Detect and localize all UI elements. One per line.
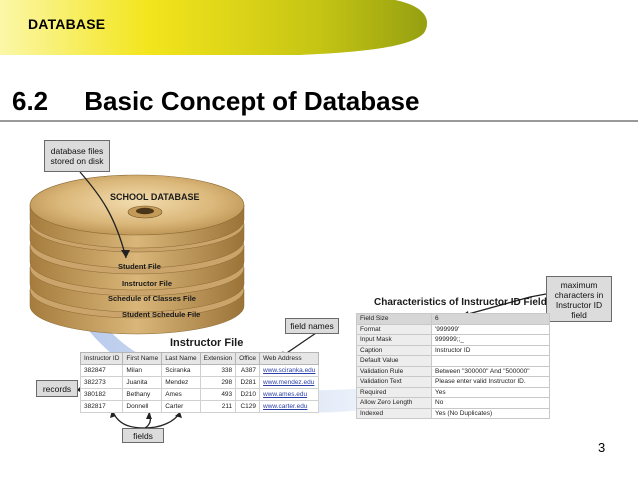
property-value: No xyxy=(431,397,550,409)
column-header: Extension xyxy=(199,352,237,365)
disk-name-label: SCHOOL DATABASE xyxy=(110,192,200,202)
banner-label: DATABASE xyxy=(28,16,106,32)
table-row: 382847 Milan Sciranka 338 A387 www.scira… xyxy=(79,364,320,377)
table-cell: Bethany xyxy=(122,388,163,401)
property-name: Allow Zero Length xyxy=(356,397,432,409)
property-row: Required Yes xyxy=(356,386,550,398)
property-value: '999999' xyxy=(431,323,550,335)
property-row: Validation Text Please enter valid Instr… xyxy=(356,376,550,388)
property-value: Instructor ID xyxy=(431,344,550,356)
property-name: Field Size xyxy=(356,313,432,325)
disk-file-label: Schedule of Classes File xyxy=(108,294,196,303)
property-name: Caption xyxy=(356,344,432,356)
property-row: Allow Zero Length No xyxy=(356,397,550,409)
callout-fields: fields xyxy=(122,428,164,443)
property-row: Default Value xyxy=(356,355,550,367)
table-row: 382817 Donnell Carter 211 C129 www.carte… xyxy=(79,400,320,413)
table-cell: D210 xyxy=(235,388,261,401)
table-cell: 382273 xyxy=(79,376,124,389)
column-header: Office xyxy=(235,352,261,365)
property-value xyxy=(431,355,550,367)
column-header: First Name xyxy=(122,352,163,365)
disk-file-label: Student File xyxy=(118,262,161,271)
callout-field-names: field names xyxy=(285,318,339,334)
callout-database-files: database files stored on disk xyxy=(44,140,110,172)
property-value: Please enter valid Instructor ID. xyxy=(431,376,550,388)
property-name: Input Mask xyxy=(356,334,432,346)
table-cell: D281 xyxy=(235,376,261,389)
table-cell: Juanita xyxy=(122,376,163,389)
table-cell: Carter xyxy=(161,400,201,413)
property-value: 6 xyxy=(431,313,550,325)
table-cell: 493 xyxy=(199,388,237,401)
table-cell-link: www.ames.edu xyxy=(259,388,320,401)
property-name: Format xyxy=(356,323,432,335)
table-cell-link: www.mendez.edu xyxy=(259,376,320,389)
disk-stack xyxy=(29,174,245,335)
characteristics-title: Characteristics of Instructor ID Field xyxy=(374,297,547,308)
property-row: Input Mask 999999;;_ xyxy=(356,334,550,346)
table-cell-link: www.carter.edu xyxy=(259,400,320,413)
instructor-file-table: Instructor ID First Name Last Name Exten… xyxy=(79,352,320,413)
property-row: Caption Instructor ID xyxy=(356,344,550,356)
title-divider xyxy=(0,120,638,122)
callout-max-characters: maximum characters in Instructor ID fiel… xyxy=(546,276,612,322)
table-cell: Ames xyxy=(161,388,201,401)
column-header: Last Name xyxy=(161,352,201,365)
table-cell-link: www.sciranka.edu xyxy=(259,364,320,377)
property-row: Field Size 6 xyxy=(356,313,550,325)
property-row: Format '999999' xyxy=(356,323,550,335)
column-header: Instructor ID xyxy=(79,352,124,365)
header-banner xyxy=(0,0,428,55)
disk-file-label: Student Schedule File xyxy=(122,310,201,319)
table-header-row: Instructor ID First Name Last Name Exten… xyxy=(79,352,320,365)
instructor-file-title: Instructor File xyxy=(170,337,244,349)
property-row: Indexed Yes (No Duplicates) xyxy=(356,407,550,419)
property-value: Between "300000" And "500000" xyxy=(431,365,550,377)
disk-file-label: Instructor File xyxy=(122,279,173,288)
table-cell: C129 xyxy=(235,400,261,413)
table-cell: Donnell xyxy=(122,400,163,413)
column-header: Web Address xyxy=(259,352,320,365)
table-row: 382273 Juanita Mendez 298 D281 www.mende… xyxy=(79,376,320,389)
table-cell: Mendez xyxy=(161,376,201,389)
property-name: Indexed xyxy=(356,407,432,419)
table-row: 380182 Bethany Ames 493 D210 www.ames.ed… xyxy=(79,388,320,401)
property-value: 999999;;_ xyxy=(431,334,550,346)
table-cell: Sciranka xyxy=(161,364,201,377)
property-name: Validation Text xyxy=(356,376,432,388)
table-cell: A387 xyxy=(235,364,261,377)
table-cell: 380182 xyxy=(79,388,124,401)
slide-title: 6.2 Basic Concept of Database xyxy=(12,86,420,116)
property-row: Validation Rule Between "300000" And "50… xyxy=(356,365,550,377)
table-cell: 382817 xyxy=(79,400,124,413)
table-cell: Milan xyxy=(122,364,163,377)
characteristics-table: Field Size 6 Format '999999' Input Mask … xyxy=(356,313,550,419)
page-number: 3 xyxy=(598,440,606,455)
table-cell: 382847 xyxy=(79,364,124,377)
table-cell: 338 xyxy=(199,364,237,377)
table-cell: 298 xyxy=(199,376,237,389)
property-value: Yes (No Duplicates) xyxy=(431,407,550,419)
property-value: Yes xyxy=(431,386,550,398)
property-name: Default Value xyxy=(356,355,432,367)
callout-records: records xyxy=(36,380,78,397)
property-name: Validation Rule xyxy=(356,365,432,377)
table-cell: 211 xyxy=(199,400,237,413)
property-name: Required xyxy=(356,386,432,398)
